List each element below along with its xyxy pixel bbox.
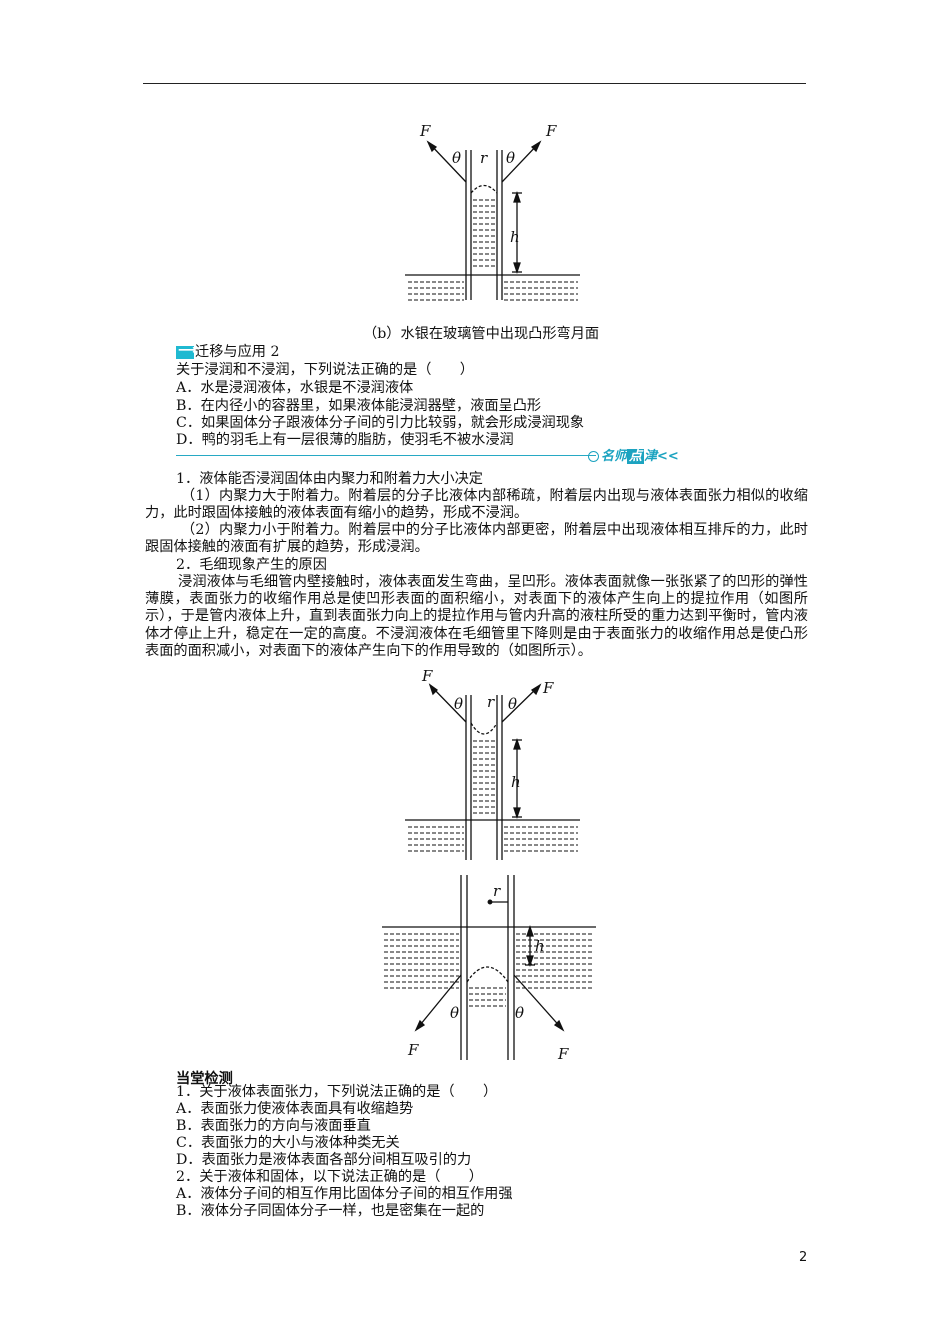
angle-label-right: θ bbox=[508, 695, 517, 713]
force-label-left: F bbox=[421, 667, 433, 685]
check-line-4: C．表面张力的大小与液体种类无关 bbox=[176, 1135, 400, 1151]
radius-label: r bbox=[493, 882, 501, 900]
figure-capillary-rise: F F θ θ r h bbox=[405, 667, 580, 860]
height-label: h bbox=[535, 937, 545, 955]
arrow-right-icon: ⟶ bbox=[176, 343, 197, 359]
note-paragraph-3: 浸润液体与毛细管内壁接触时，液体表面发生弯曲，呈凹形。液体表面就像一张张紧了的凹… bbox=[145, 574, 808, 659]
check-line-5: D．表面张力是液体表面各部分间相互吸引的力 bbox=[176, 1152, 472, 1168]
force-label-right: F bbox=[557, 1045, 569, 1063]
angle-label-left: θ bbox=[454, 695, 463, 713]
height-label: h bbox=[511, 773, 521, 791]
check-line-7: A．液体分子间的相互作用比固体分子间的相互作用强 bbox=[176, 1186, 513, 1202]
tip-text-a: 名师 bbox=[601, 449, 628, 464]
header-rule bbox=[143, 83, 806, 84]
angle-label-right: θ bbox=[515, 1004, 524, 1022]
figure-capillary-depression: r h θ θ F F bbox=[382, 875, 596, 1063]
force-label-right: F bbox=[545, 122, 557, 140]
angle-label-left: θ bbox=[452, 149, 461, 167]
check-line-6: 2．关于液体和固体，以下说法正确的是（ ） bbox=[176, 1169, 483, 1185]
tip-divider bbox=[176, 455, 596, 456]
page-number: 2 bbox=[799, 1250, 808, 1265]
figure-mercury-tube: F F θ θ r h bbox=[405, 122, 580, 301]
radius-label: r bbox=[487, 693, 495, 711]
angle-label-right: θ bbox=[506, 149, 515, 167]
check-line-2: A．表面张力使液体表面具有收缩趋势 bbox=[176, 1101, 414, 1117]
circle-icon bbox=[588, 451, 599, 462]
check-line-1: 1．关于液体表面张力，下列说法正确的是（ ） bbox=[176, 1084, 498, 1100]
force-label-left: F bbox=[407, 1041, 419, 1059]
note-paragraph-2: （2）内聚力小于附着力。附着层中的分子比液体内部更密，附着层中出现液体相互排斥的… bbox=[145, 522, 808, 556]
tip-text-c: 津<< bbox=[644, 449, 679, 464]
transfer-heading: 迁移与应用 2 bbox=[195, 344, 280, 360]
tip-banner: 名师点津<< bbox=[588, 445, 679, 464]
note-heading-1: 1．液体能否浸润固体由内聚力和附着力大小决定 bbox=[176, 471, 483, 487]
question-stem: 关于浸润和不浸润，下列说法正确的是（ ） bbox=[176, 362, 474, 378]
tip-text-b: 点 bbox=[627, 449, 645, 464]
figure-caption: （b）水银在玻璃管中出现凸形弯月面 bbox=[363, 326, 600, 342]
force-label-left: F bbox=[419, 122, 431, 140]
radius-label: r bbox=[480, 149, 488, 167]
option-b: B．在内径小的容器里，如果液体能浸润器壁，液面呈凸形 bbox=[176, 398, 542, 414]
option-a: A．水是浸润液体，水银是不浸润液体 bbox=[176, 380, 414, 396]
check-line-3: B．表面张力的方向与液面垂直 bbox=[176, 1118, 371, 1134]
force-label-right: F bbox=[542, 679, 554, 697]
section-title: 当堂检测 bbox=[176, 1071, 233, 1087]
note-heading-2: 2．毛细现象产生的原因 bbox=[176, 557, 327, 573]
height-label: h bbox=[510, 228, 520, 246]
check-line-8: B．液体分子同固体分子一样，也是密集在一起的 bbox=[176, 1203, 485, 1219]
angle-label-left: θ bbox=[450, 1004, 459, 1022]
option-d: D．鸭的羽毛上有一层很薄的脂肪，使羽毛不被水浸润 bbox=[176, 432, 514, 448]
option-c: C．如果固体分子跟液体分子间的引力比较弱，就会形成浸润现象 bbox=[176, 415, 585, 431]
note-paragraph-1: （1）内聚力大于附着力。附着层的分子比液体内部稀疏，附着层内出现与液体表面张力相… bbox=[145, 488, 808, 522]
